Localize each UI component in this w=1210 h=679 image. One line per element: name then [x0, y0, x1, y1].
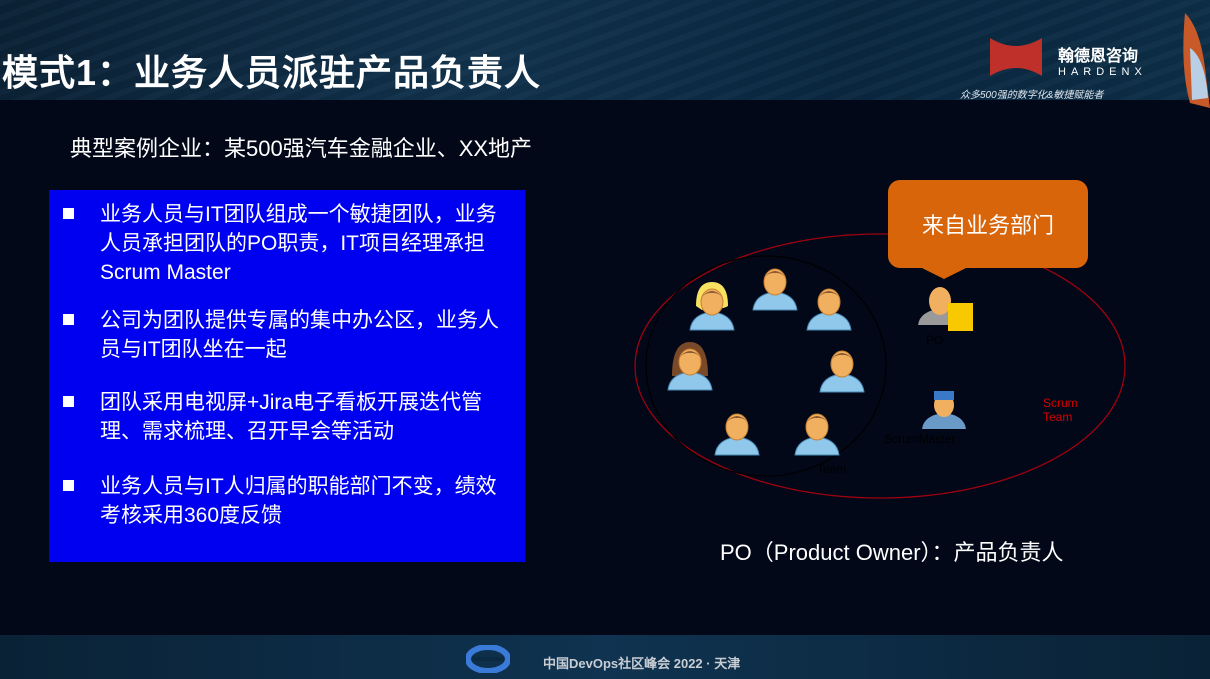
brand-name-en: HARDENX [1058, 66, 1147, 78]
hardenx-logo-icon [990, 38, 1042, 76]
footer-banner [0, 635, 1210, 679]
bullet-item: 团队采用电视屏+Jira电子看板开展迭代管理、需求梳理、召开早会等活动 [63, 388, 510, 446]
brand-tagline: 众多500强的数字化&敏捷赋能者 [960, 90, 1104, 101]
team-label: Team [817, 462, 847, 476]
scrum-team-boundary [634, 233, 1126, 499]
case-companies: 典型案例企业：某500强汽车金融企业、XX地产 [70, 136, 533, 161]
scrum-master-label: ScrumMaster [884, 432, 956, 446]
po-definition: PO（Product Owner）：产品负责人 [720, 540, 1064, 565]
scrum-master-icon [922, 391, 966, 429]
team-member-icon [714, 413, 760, 456]
product-owner-icon [918, 287, 973, 331]
bullet-panel: 业务人员与IT团队组成一个敏捷团队，业务人员承担团队的PO职责，IT项目经理承担… [49, 190, 525, 562]
bullet-square-icon [63, 480, 74, 491]
footer-event-name: 中国DevOps社区峰会 2022 · 天津 [543, 656, 741, 671]
team-member-icon [689, 282, 735, 331]
bullet-square-icon [63, 396, 74, 407]
slide-title: 模式1：业务人员派驻产品负责人 [2, 52, 542, 93]
team-member-icon [819, 350, 865, 393]
team-member-icon [794, 413, 840, 456]
team-member-icon [806, 288, 852, 331]
callout-from-business: 来自业务部门 [888, 180, 1088, 279]
devops-community-logo-icon [466, 645, 510, 673]
team-member-icon [667, 342, 713, 391]
team-member-icon [752, 268, 798, 311]
bullet-item: 公司为团队提供专属的集中办公区，业务人员与IT团队坐在一起 [63, 306, 510, 364]
bullet-item: 业务人员与IT人归属的职能部门不变，绩效考核采用360度反馈 [63, 472, 510, 530]
team-boundary [645, 255, 887, 477]
brand-name-cn: 翰德恩咨询 [1058, 48, 1139, 65]
rocket-icon [1183, 13, 1210, 108]
bullet-item: 业务人员与IT团队组成一个敏捷团队，业务人员承担团队的PO职责，IT项目经理承担… [63, 200, 510, 287]
bullet-square-icon [63, 208, 74, 219]
bullet-square-icon [63, 314, 74, 325]
po-label: PO [926, 333, 944, 347]
